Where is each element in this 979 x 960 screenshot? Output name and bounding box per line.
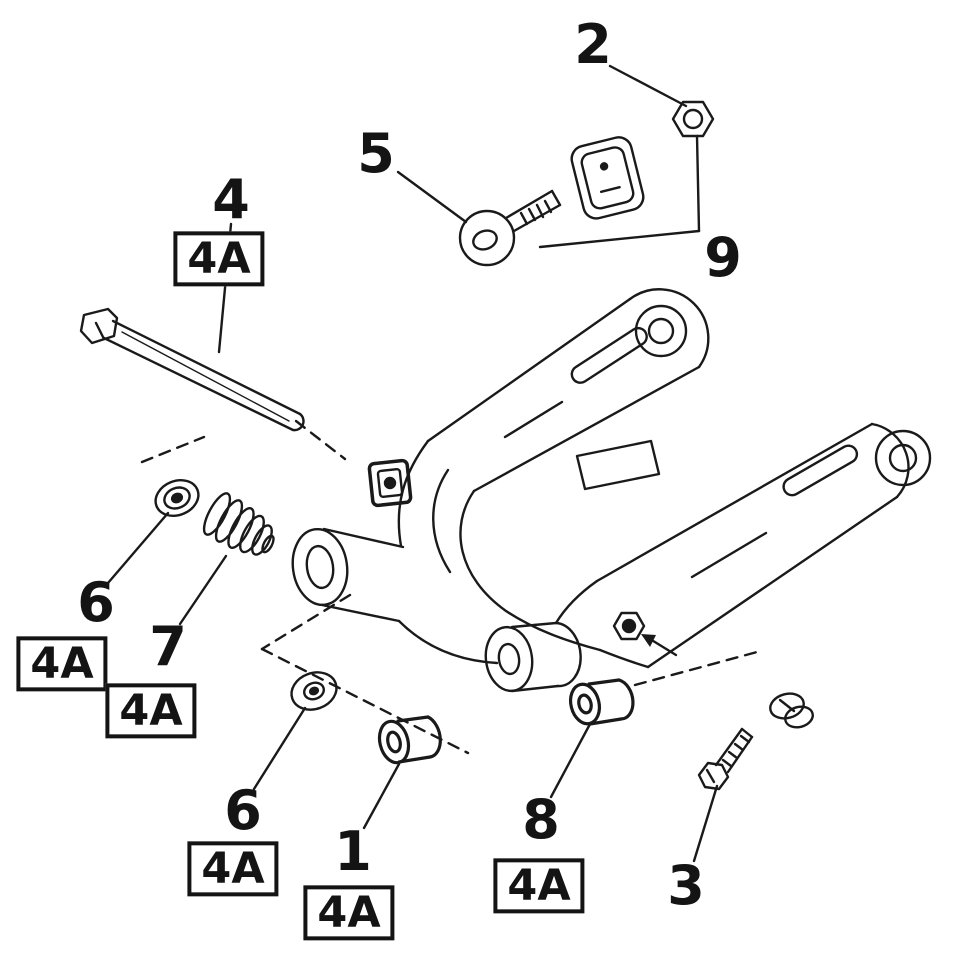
boxed-4a-label-under-1: 4A (303, 885, 395, 941)
pivot-nut-arrow (641, 634, 678, 657)
boxed-4a-label-left: 4A (16, 636, 108, 692)
callout-2-label: 2 (574, 13, 612, 76)
leader-lines (106, 64, 719, 863)
callout-4-label: 4 (212, 168, 250, 231)
callout-9-label: 9 (704, 226, 742, 289)
retainer-part (769, 692, 814, 729)
callout-3-label: 3 (667, 854, 705, 917)
boot-bushing-part (202, 492, 275, 556)
nut-part (671, 100, 715, 138)
callout-6-lower-label: 6 (224, 779, 262, 842)
eye-bolt-part (458, 189, 562, 267)
boxed-4a-label-under-7: 4A (105, 683, 197, 739)
bushing-1-part (377, 715, 442, 765)
seal-washer-part (154, 479, 200, 517)
boxed-4a-label-under-8: 4A (493, 858, 585, 914)
mount-bracket-part (367, 458, 413, 508)
assembly-axis-lines (140, 419, 759, 755)
bumper-pad-part (570, 136, 645, 220)
callout-8-label: 8 (522, 788, 560, 851)
axle-bolt-part (79, 307, 305, 432)
flat-washer-part (290, 671, 338, 711)
swingarm-part (291, 288, 932, 693)
callout-7-label: 7 (149, 615, 187, 678)
hex-bolt-part (697, 727, 754, 791)
callout-1-label: 1 (334, 820, 372, 883)
pivot-nut-part (612, 611, 646, 641)
callout-6-upper-label: 6 (77, 571, 115, 634)
bushing-8-part (568, 678, 635, 726)
boxed-4a-label-under-6: 4A (187, 841, 279, 897)
boxed-4a-label-under-4: 4A (173, 231, 265, 287)
callout-5-label: 5 (357, 122, 395, 185)
